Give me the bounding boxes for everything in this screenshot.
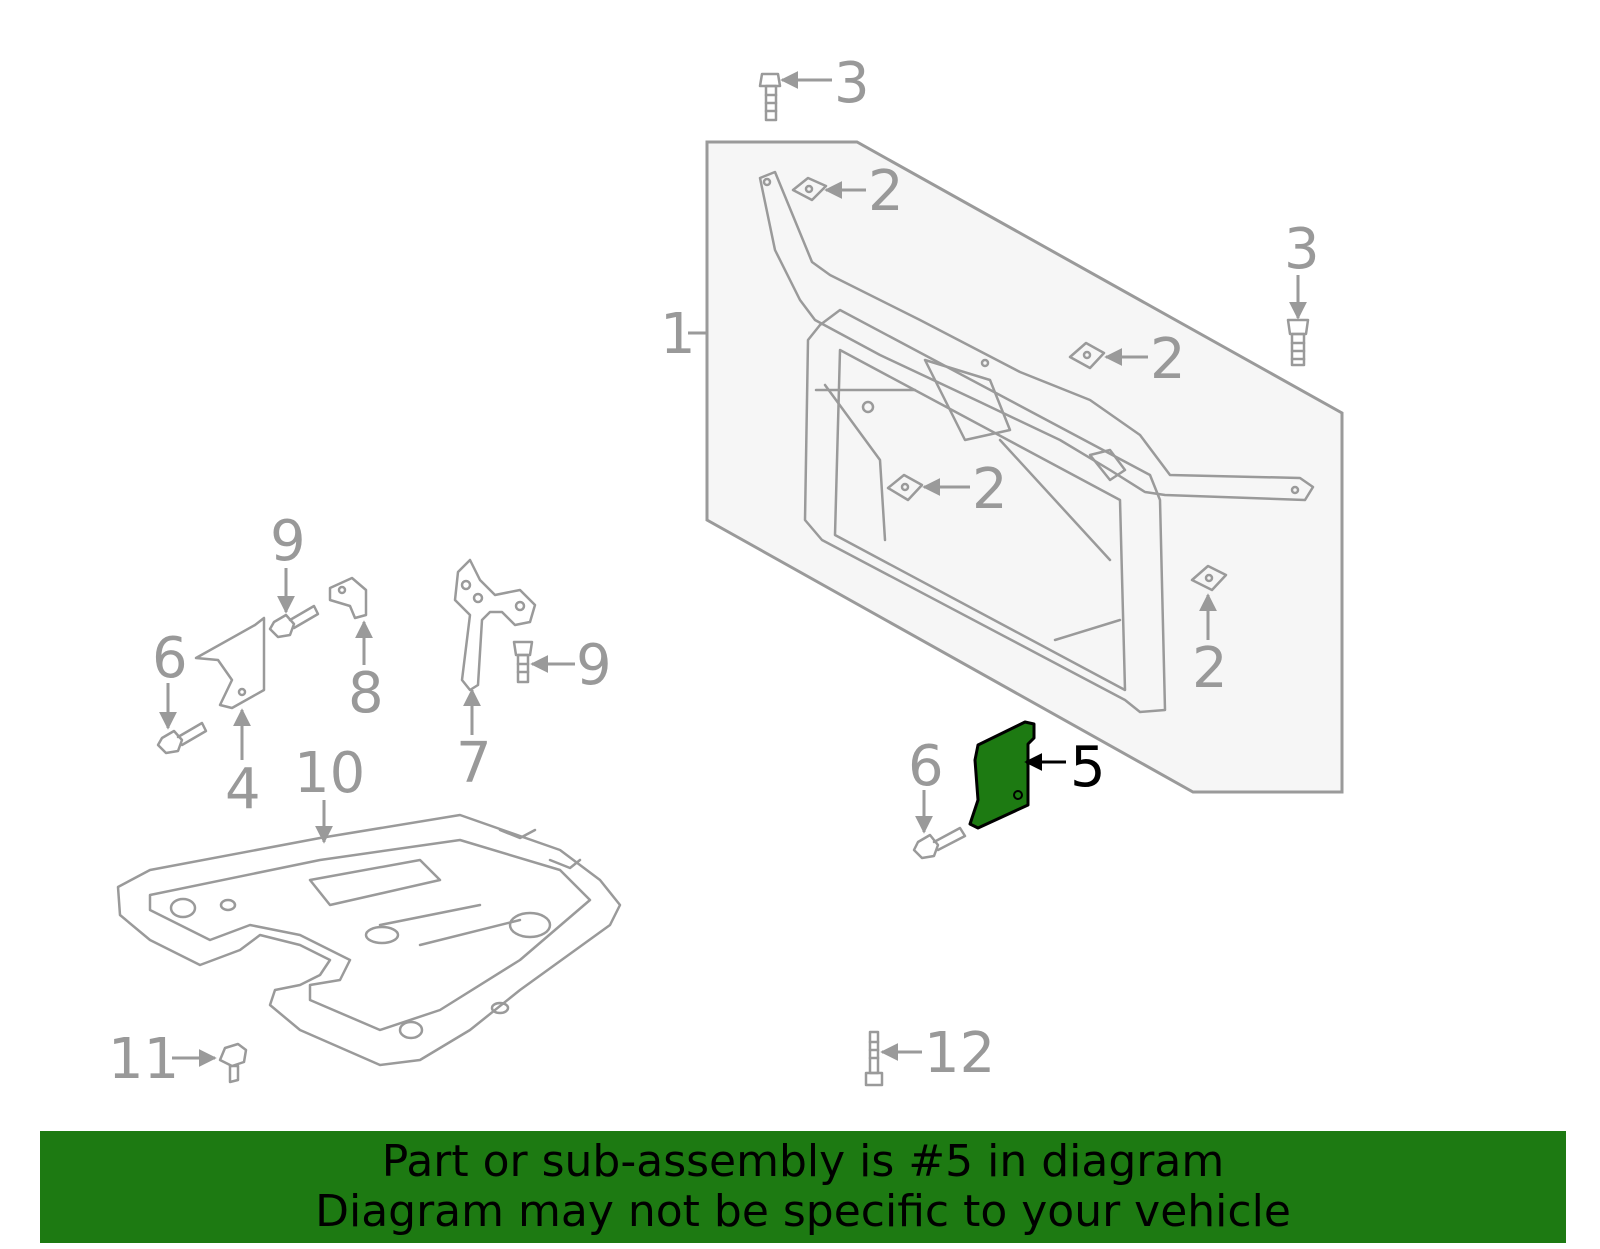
part-11-clip (218, 1042, 248, 1084)
callout-6b: 6 (908, 734, 944, 799)
bolt-6a (156, 721, 208, 755)
clip-nut-2d (1190, 564, 1228, 592)
part-12-bolt (864, 1030, 884, 1087)
part-4-bracket (194, 616, 266, 710)
callout-2b: 2 (1150, 327, 1186, 392)
callout-9b: 9 (576, 633, 612, 698)
part-5-hole (1013, 790, 1023, 800)
banner-line-2: Diagram may not be specific to your vehi… (315, 1186, 1291, 1237)
callout-5: 5 (1070, 735, 1106, 800)
bolt-6b (912, 826, 967, 860)
bolt-9b (512, 640, 534, 684)
callout-9a: 9 (270, 509, 306, 574)
part-7-stay (453, 558, 537, 692)
callout-1: 1 (660, 302, 696, 367)
part-8-bracket (328, 576, 368, 620)
callout-10: 10 (294, 741, 365, 806)
callout-6a: 6 (152, 626, 188, 691)
bolt-9a (268, 604, 320, 639)
radiator-support-frame (758, 170, 1315, 714)
part-5-bracket (968, 720, 1036, 830)
callout-11: 11 (108, 1027, 179, 1092)
bolt-3a (758, 72, 782, 122)
bolt-3b (1286, 318, 1310, 367)
part-10-shield (116, 813, 622, 1067)
clip-nut-2b (1068, 341, 1106, 370)
callout-2d: 2 (1192, 636, 1228, 701)
callout-8: 8 (348, 661, 384, 726)
banner-line-1: Part or sub-assembly is #5 in diagram (381, 1136, 1225, 1187)
clip-nut-2c (886, 473, 924, 502)
callout-2c: 2 (972, 457, 1008, 522)
info-banner: Part or sub-assembly is #5 in diagram Di… (40, 1131, 1566, 1243)
callout-3a: 3 (834, 51, 870, 116)
callout-2a: 2 (868, 159, 904, 224)
callout-12: 12 (924, 1021, 995, 1086)
callout-3b: 3 (1284, 217, 1320, 282)
callout-7: 7 (456, 731, 492, 796)
callout-4: 4 (225, 757, 261, 822)
